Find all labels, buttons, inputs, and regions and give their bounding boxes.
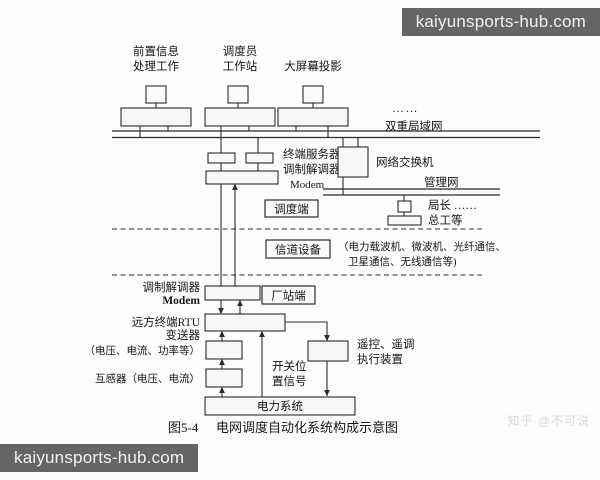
terminal-server-label-line2: 调制解调器 <box>283 162 341 176</box>
section-tag-station-label: 厂站端 <box>271 289 306 303</box>
station-label-3-line1: 大屏幕投影 <box>284 59 342 73</box>
transducer-box <box>205 340 243 360</box>
manager-label-line1: 局长 …… <box>428 199 477 212</box>
monitor-icon-2 <box>227 85 249 104</box>
workstation-body-2 <box>204 107 276 127</box>
station-label-2-line1: 调度员 <box>223 44 258 58</box>
network-switch-box <box>337 146 369 178</box>
station-label-1-line1: 前置信息 <box>133 44 179 58</box>
modem-box-dispatch <box>205 170 279 185</box>
switch-signal-label-line1: 开关位 <box>272 359 307 373</box>
actuator-group: 遥控、遥调 执行装置 <box>307 337 415 397</box>
terminal-server-box-right <box>245 152 274 164</box>
banner-top-right: kaiyunsports-hub.com <box>401 8 600 36</box>
caption-title: 电网调度自动化系统构成示意图 <box>216 420 398 435</box>
power-system-label: 电力系统 <box>257 400 303 413</box>
banner-bottom-left: kaiyunsports-hub.com <box>0 444 199 472</box>
station-label-1-line2: 处理工作 <box>133 60 179 73</box>
terminal-server-group: 终端服务器 调制解调器 Modem <box>205 137 341 191</box>
terminal-server-label-line1: 终端服务器 <box>283 147 341 161</box>
monitor-icon-1 <box>145 85 167 104</box>
terminal-server-label-line3: Modem <box>290 179 325 191</box>
transducer-label-line1: 变送器 <box>166 328 201 342</box>
rtu-to-actuator-wire <box>285 321 330 342</box>
monitor-icon-3 <box>302 85 324 104</box>
lan-label: 双重局域网 <box>385 119 443 133</box>
channel-note-line1: （电力载波机、微波机、光纤通信、 <box>338 240 506 253</box>
station-group-1: 前置信息 处理工作 <box>120 44 192 137</box>
manager-monitor-icon <box>397 200 412 213</box>
power-system-group: 电力系统 <box>204 396 356 416</box>
transformer-box <box>205 368 243 388</box>
switch-signal-label-line2: 置信号 <box>272 375 307 388</box>
transducer-label-line2: （电压、电流、功率等） <box>85 344 201 357</box>
terminal-server-box-left <box>207 152 236 164</box>
section-tag-channel-label: 信道设备 <box>275 243 321 257</box>
channel-note-line2: 卫星通信、无线通信等) <box>348 255 457 268</box>
actuator-label-line2: 执行装置 <box>357 352 403 366</box>
section-tag-station: 厂站端 <box>261 285 316 305</box>
workstation-body-1 <box>120 107 192 127</box>
manager-terminal-body <box>387 215 422 226</box>
transformer-label: 互感器（电压、电流） <box>95 372 200 385</box>
rtu-group: 远方终端RTU <box>132 313 286 332</box>
manager-label-line2: 总工等 <box>428 213 463 227</box>
section-tag-dispatch-label: 调度端 <box>274 202 309 216</box>
station-group-3: 大屏幕投影 <box>277 59 349 137</box>
power-system-box <box>204 396 356 416</box>
station-label-2-line2: 工作站 <box>223 59 258 73</box>
projector-body-3 <box>277 107 349 127</box>
station-modem-label-line1: 调制解调器 <box>143 280 201 294</box>
actuator-label-line1: 遥控、遥调 <box>357 337 415 351</box>
section-tag-dispatch: 调度端 <box>264 199 319 218</box>
rtu-label: 远方终端RTU <box>132 315 201 329</box>
actuator-box <box>307 340 349 362</box>
transducer-group: 变送器 （电压、电流、功率等） <box>85 328 243 360</box>
top-ellipsis: …… <box>392 101 419 115</box>
station-modem-box <box>204 285 261 301</box>
station-modem-label-line2: Modem <box>162 295 200 307</box>
station-modem-group: 调制解调器 Modem <box>143 280 261 307</box>
rtu-box <box>204 313 286 332</box>
caption-number: 图5-4 <box>168 420 199 435</box>
network-switch-label: 网络交换机 <box>376 155 434 169</box>
zhihu-watermark: 知乎 @不可说 <box>507 414 590 428</box>
transformer-group: 互感器（电压、电流） <box>95 358 243 397</box>
network-switch-group: 网络交换机 管理网 局长 …… 总工等 <box>323 137 500 227</box>
section-tag-channel: 信道设备 <box>265 239 331 259</box>
station-group-2: 调度员 工作站 <box>204 44 276 137</box>
manage-net-label: 管理网 <box>424 175 459 189</box>
